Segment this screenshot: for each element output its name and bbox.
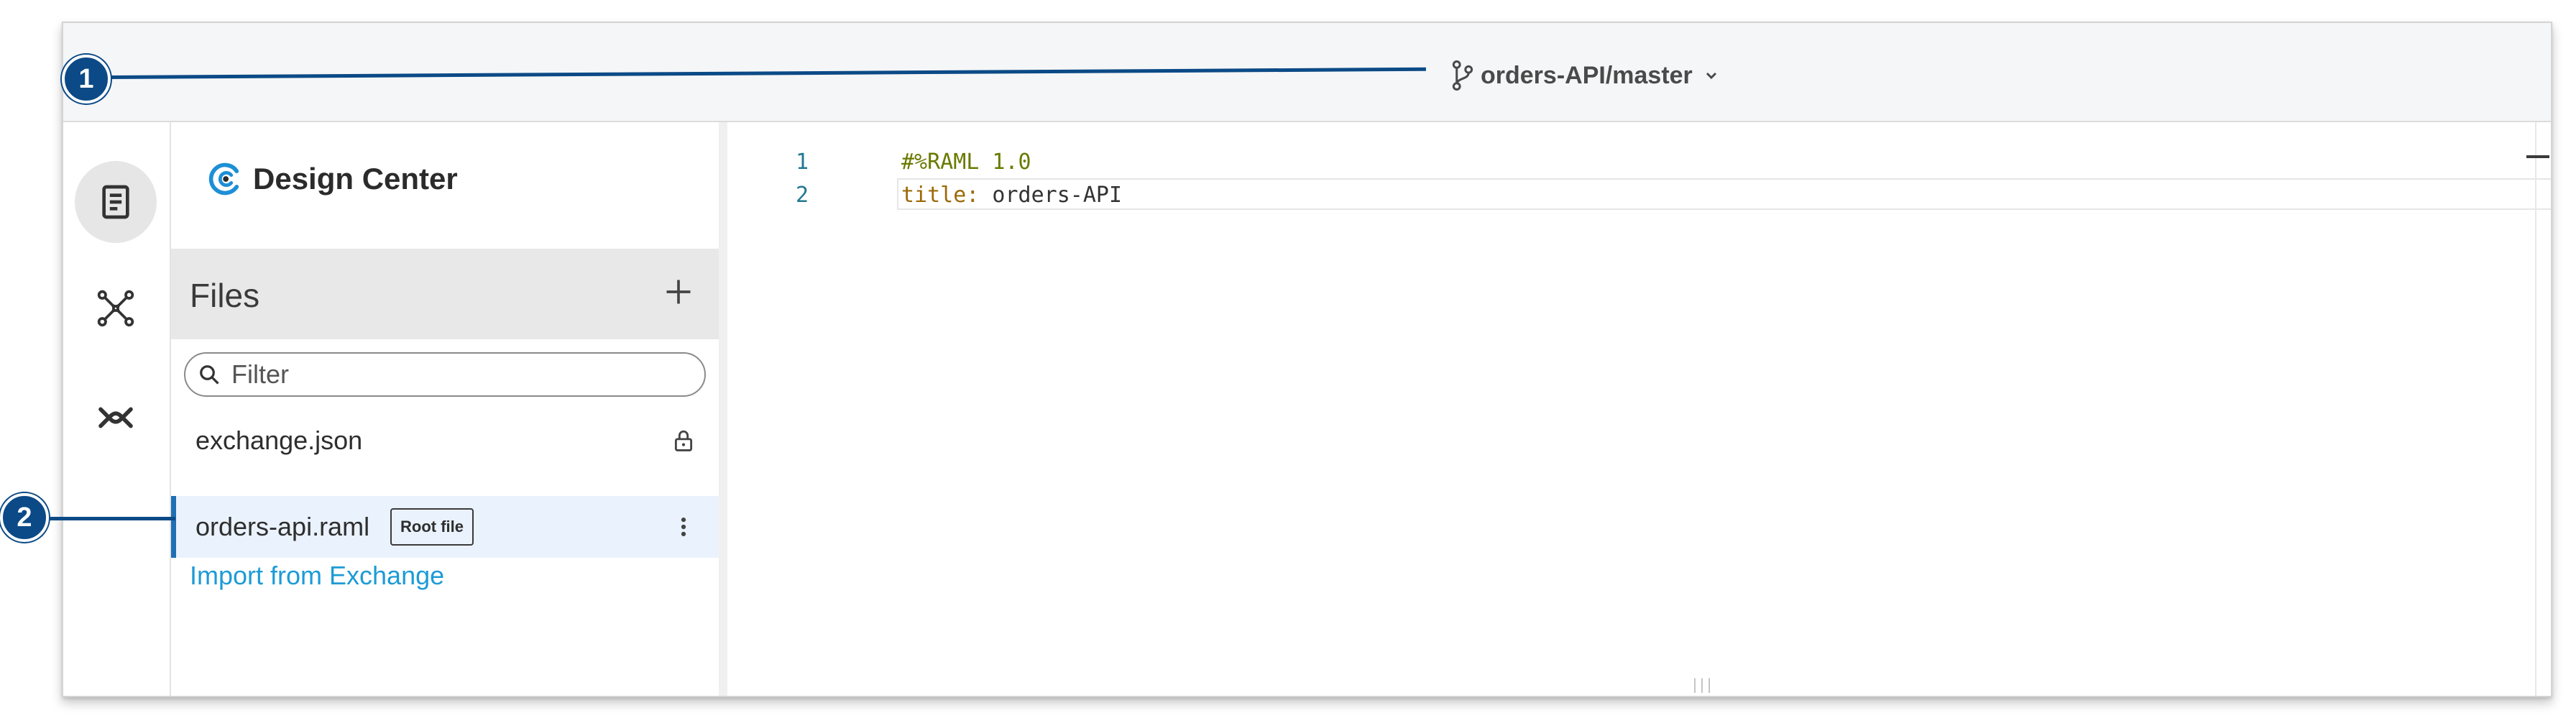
minimap-marker[interactable] xyxy=(2526,155,2549,158)
add-file-button[interactable] xyxy=(657,270,700,313)
file-row-exchange-json[interactable]: exchange.json xyxy=(171,410,719,472)
code-line-1: 1 #%RAML 1.0 xyxy=(727,145,2551,178)
network-icon xyxy=(97,290,134,327)
file-row-orders-api-raml[interactable]: orders-api.raml Root file xyxy=(171,496,719,558)
filter-field[interactable] xyxy=(184,352,706,397)
branch-selector[interactable]: orders-API/master xyxy=(1450,58,1720,93)
import-from-exchange-link[interactable]: Import from Exchange xyxy=(190,561,445,590)
app-window: orders-API/master xyxy=(62,22,2552,697)
top-bar: orders-API/master xyxy=(63,23,2551,122)
brand-name: Design Center xyxy=(253,162,458,196)
icon-rail xyxy=(63,122,171,696)
code-editor[interactable]: 1 #%RAML 1.0 2 title: orders-API ||| xyxy=(727,122,2551,696)
current-line-highlight xyxy=(897,178,2551,210)
search-icon xyxy=(200,365,219,385)
rail-network-button[interactable] xyxy=(75,267,157,349)
exchange-icon xyxy=(98,407,133,428)
resize-grip-icon[interactable]: ||| xyxy=(1690,676,1714,693)
git-branch-icon xyxy=(1452,60,1473,91)
file-name: orders-api.raml xyxy=(196,512,370,541)
callout-2-line xyxy=(46,517,175,520)
document-icon xyxy=(102,185,129,219)
minimap-divider xyxy=(2535,122,2536,696)
design-center-logo-icon xyxy=(208,162,239,196)
brand: Design Center xyxy=(206,154,458,204)
chevron-down-icon xyxy=(1706,72,1716,80)
code-value: orders-API xyxy=(979,182,1123,208)
code-text: title: orders-API xyxy=(901,183,1122,208)
line-number: 1 xyxy=(795,149,809,175)
code-key: title: xyxy=(901,182,980,208)
files-header: Files xyxy=(171,249,719,339)
rail-document-button[interactable] xyxy=(75,161,157,243)
root-file-badge: Root file xyxy=(390,508,474,546)
filter-input[interactable] xyxy=(230,359,664,390)
plus-icon xyxy=(666,280,691,304)
code-text: #%RAML 1.0 xyxy=(901,149,1031,175)
file-name: exchange.json xyxy=(196,426,363,455)
line-number: 2 xyxy=(795,182,809,208)
branch-label: orders-API/master xyxy=(1481,61,1693,89)
lock-icon xyxy=(668,426,699,456)
files-title: Files xyxy=(190,277,260,314)
code-line-2: 2 title: orders-API xyxy=(727,178,2551,211)
files-sidebar: Design Center Files exchange.json xyxy=(171,122,727,696)
more-options-icon[interactable] xyxy=(668,512,699,542)
rail-exchange-button[interactable] xyxy=(75,377,157,459)
callout-1-badge: 1 xyxy=(62,55,111,104)
callout-2-badge: 2 xyxy=(0,493,49,542)
